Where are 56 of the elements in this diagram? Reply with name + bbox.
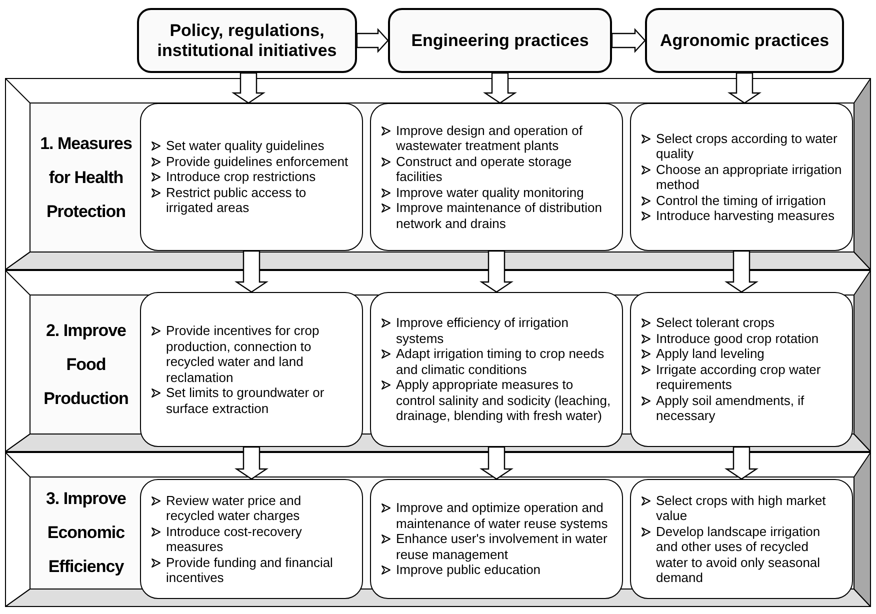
bullet-text: Apply land leveling bbox=[656, 346, 764, 362]
bullet-text: Control the timing of irrigation bbox=[656, 192, 826, 208]
measures-box bbox=[630, 479, 853, 599]
measures-box bbox=[630, 103, 853, 251]
bullet-text: Set water quality guidelines bbox=[166, 138, 324, 154]
measures-box bbox=[370, 103, 623, 251]
category-box: Agronomic practices bbox=[645, 8, 844, 73]
bullet-text: Select crops with high market value bbox=[656, 492, 827, 524]
bullet-text: Provide incentives for crop production, connection to recycled water and land reclamation bbox=[166, 323, 320, 385]
row-label: 2. Improve Food Production bbox=[42, 320, 130, 410]
bullet-text: Select tolerant crops bbox=[656, 315, 775, 331]
bullet-text: Apply soil amendments, if necessary bbox=[656, 392, 806, 424]
measures-box bbox=[140, 479, 363, 599]
bullet-text: Enhance user's involvement in water reuse management bbox=[396, 531, 608, 562]
row-label: 1. Measures for Health Protection bbox=[39, 132, 133, 222]
block-arrow bbox=[728, 72, 762, 104]
measures-box bbox=[140, 103, 363, 251]
block-arrow bbox=[232, 72, 266, 104]
bullet-text: Review water price and recycled water charges bbox=[166, 492, 302, 524]
bullet-text: Improve efficiency of irrigation systems bbox=[396, 315, 570, 346]
bullet-text: Improve design and operation of wastewater treatment plants bbox=[396, 122, 584, 154]
bullet-text: Introduce crop restrictions bbox=[166, 169, 316, 185]
bullet-text: Improve and optimize operation and maintenance of water reuse systems bbox=[396, 500, 609, 532]
block-arrow bbox=[480, 250, 514, 293]
bullet-text: Select crops according to water quality bbox=[656, 130, 838, 162]
bullet-text: Introduce harvesting measures bbox=[656, 208, 834, 224]
block-arrow bbox=[234, 446, 268, 480]
bullet-text: Construct and operate storage facilities bbox=[396, 154, 573, 185]
category-box: Policy, regulations, institutional initiatives bbox=[137, 8, 357, 73]
bullet-text: Improve water quality monitoring bbox=[396, 184, 584, 200]
block-arrow bbox=[611, 28, 646, 54]
measures-box bbox=[370, 292, 623, 447]
measures-box bbox=[140, 292, 363, 447]
bullet-text: Restrict public access to irrigated areas bbox=[166, 184, 308, 216]
bullet-text: Improve public education bbox=[396, 562, 541, 578]
block-arrow bbox=[480, 446, 514, 480]
measures-box bbox=[630, 292, 853, 447]
block-arrow bbox=[483, 72, 517, 104]
bullet-text: Irrigate according crop water requirements bbox=[656, 362, 822, 393]
bullet-text: Provide funding and financial incentives bbox=[166, 554, 334, 586]
block-arrow bbox=[356, 28, 389, 54]
bullet-text: Improve maintenance of distribution network and drains bbox=[396, 200, 603, 232]
bullet-text: Set limits to groundwater or surface extraction bbox=[166, 385, 326, 416]
bullet-text: Choose an appropriate irrigation method bbox=[656, 162, 842, 192]
bullet-text: Adapt irrigation timing to crop needs and climatic conditions bbox=[396, 346, 606, 378]
bullet-text: Provide guidelines enforcement bbox=[166, 154, 348, 170]
block-arrow bbox=[724, 250, 758, 293]
block-arrow bbox=[234, 250, 268, 293]
bullet-text: Develop landscape irrigation and other uses of recycled water to avoid only seasonal demand bbox=[656, 524, 822, 586]
category-box: Engineering practices bbox=[388, 8, 612, 73]
measures-box bbox=[370, 479, 623, 599]
bullet-text: Introduce good crop rotation bbox=[656, 330, 819, 346]
bullet-text: Introduce cost-recovery measures bbox=[166, 524, 303, 554]
row-label: 3. Improve Economic Efficiency bbox=[44, 488, 128, 578]
bullet-text: Apply appropriate measures to control salinity and sodicity (leaching, drainage, blending with fresh water) bbox=[396, 377, 612, 424]
block-arrow bbox=[724, 446, 758, 480]
